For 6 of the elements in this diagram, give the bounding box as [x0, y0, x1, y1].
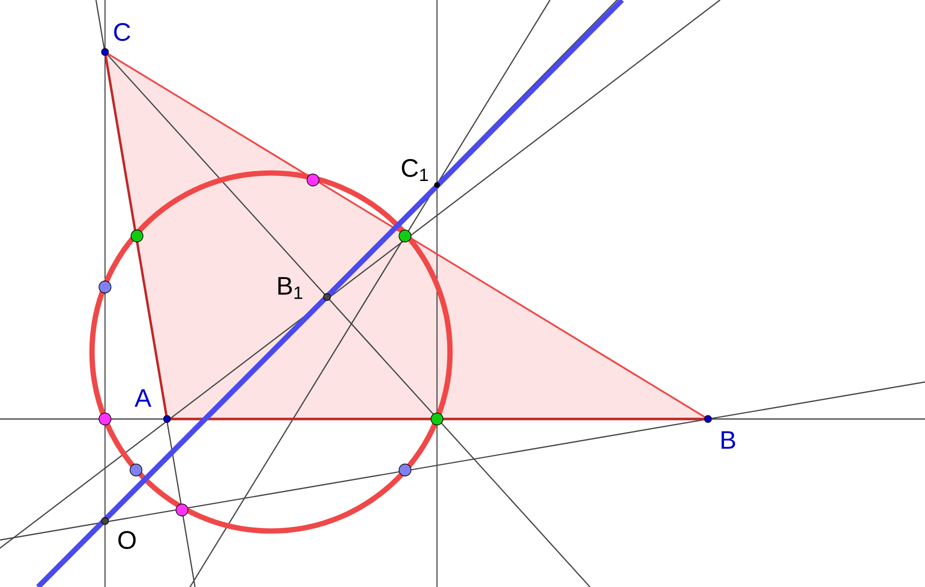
point-label: B$_{1}$ — [278, 277, 302, 299]
point-label: C$_{1}$ — [402, 159, 428, 181]
point-label: B — [722, 431, 736, 449]
point-label: O — [118, 531, 136, 549]
point-label: A — [134, 389, 152, 407]
point-label: C — [114, 23, 130, 41]
